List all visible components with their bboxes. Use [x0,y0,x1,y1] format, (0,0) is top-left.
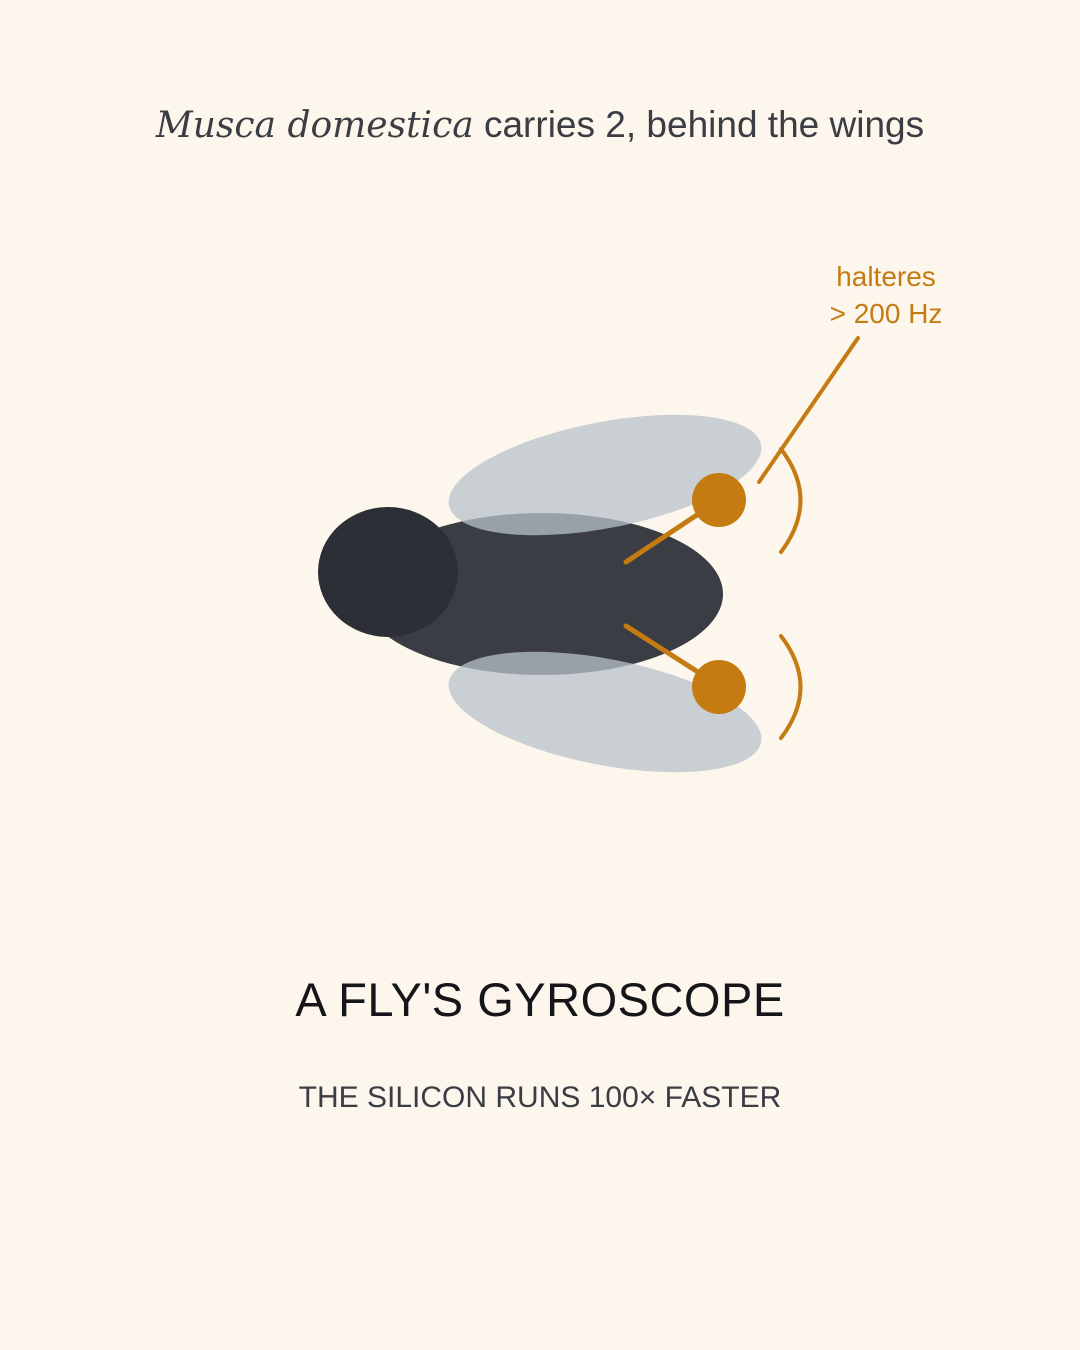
species-name: Musca domestica [155,105,474,146]
callout-label-line2: > 200 Hz [830,298,943,329]
haltere-knob-lower [692,660,746,714]
callout-leader-line [757,336,860,484]
haltere-lower [623,623,803,740]
haltere-knob-upper [692,473,746,527]
upper-wing [448,414,762,536]
page-title: A FLY'S GYROSCOPE [295,973,785,1026]
lower-wing [448,651,762,773]
callout-label-line1: halteres [836,261,936,292]
vibration-arc-lower [779,634,803,740]
vibration-arc-upper [779,447,803,554]
haltere-upper [623,447,803,565]
tagline: THE SILICON RUNS 100× FASTER [298,1081,782,1114]
subtitle: Musca domestica carries 2, behind the wi… [0,104,1080,146]
fly-head [318,507,458,637]
subtitle-rest: carries 2, behind the wings [473,104,925,145]
